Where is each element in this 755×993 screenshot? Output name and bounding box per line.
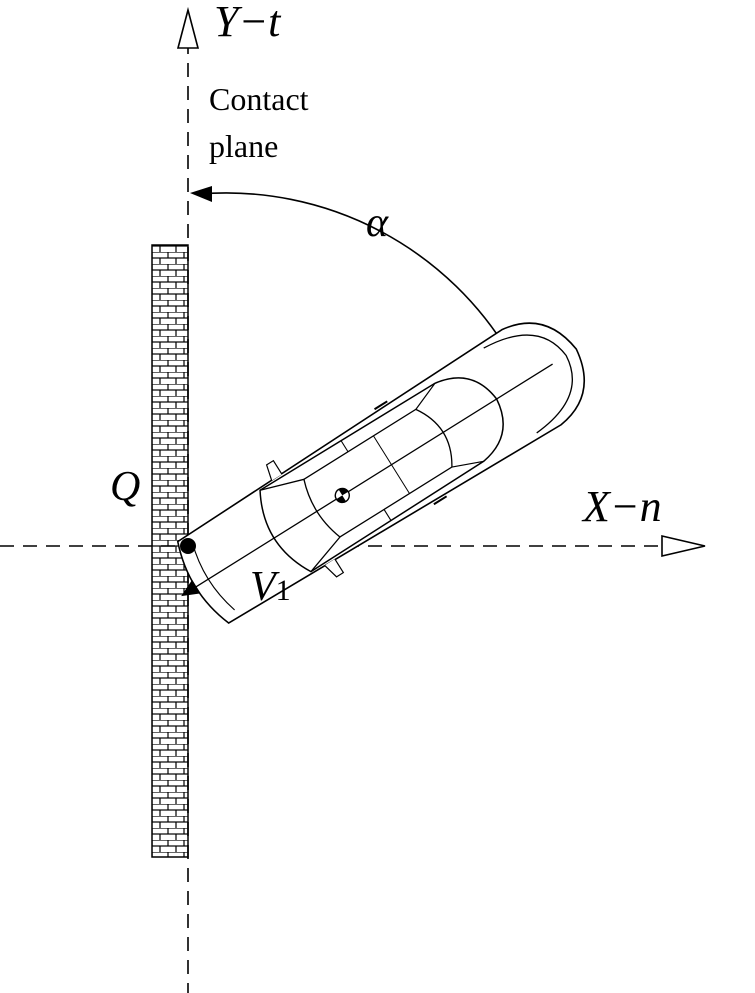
y-axis-arrow <box>176 6 200 49</box>
x-axis-label: X−n <box>581 482 662 531</box>
center-of-mass-marker <box>334 487 350 504</box>
y-axis-label: Y−t <box>214 0 282 46</box>
angle-alpha-label: α <box>366 200 389 246</box>
x-axis-arrow <box>661 534 706 558</box>
contact-point-q <box>180 538 196 554</box>
car <box>176 322 585 625</box>
y-axis <box>176 6 200 993</box>
velocity-arrow-head <box>181 579 201 597</box>
angle-alpha-arc <box>190 186 516 364</box>
velocity-subscript: 1 <box>276 574 291 607</box>
velocity-label: V1 <box>250 564 291 610</box>
point-q-label: Q <box>110 464 140 510</box>
contact-plane-label-line2: plane <box>209 128 278 164</box>
contact-plane-label-line1: Contact <box>209 81 309 117</box>
velocity-symbol: V <box>250 564 280 610</box>
